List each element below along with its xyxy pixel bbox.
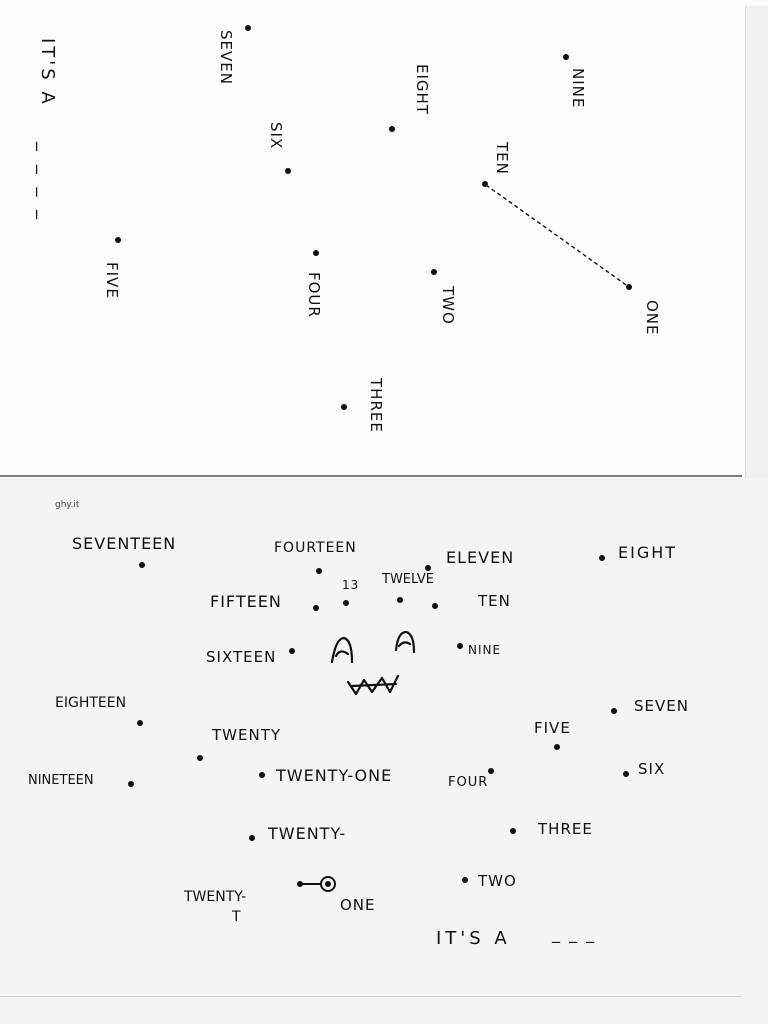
dot-three — [510, 828, 516, 834]
label-ten: TEN — [493, 142, 511, 175]
dot-four — [313, 250, 319, 256]
answer-blank: _ _ _ — [552, 924, 597, 943]
dot-two — [462, 877, 468, 883]
dot-thirteen — [343, 600, 349, 606]
dot-eight — [389, 126, 395, 132]
label-seventeen: SEVENTEEN — [72, 534, 177, 553]
label-eight: EIGHT — [618, 543, 678, 562]
label-one: ONE — [643, 300, 661, 336]
dot-eleven — [425, 565, 431, 571]
label-twenty-dash: TWENTY- — [268, 824, 347, 843]
label-fourteen: FOURTEEN — [274, 540, 357, 556]
dot-nine — [563, 54, 569, 60]
dot-twenty-one — [259, 772, 265, 778]
label-sixteen: SIXTEEN — [206, 648, 277, 666]
dot-four — [488, 768, 494, 774]
label-six: SIX — [638, 760, 666, 778]
label-twelve: TWELVE — [382, 572, 434, 587]
dot-six — [623, 771, 629, 777]
right-eye — [394, 630, 416, 654]
label-seven: SEVEN — [217, 30, 235, 85]
dot-seven — [245, 25, 251, 31]
connector-line — [485, 184, 630, 288]
label-twenty-t: TWENTY- — [184, 889, 247, 905]
label-nine: NINE — [569, 68, 587, 109]
watermark: ghy.it — [55, 500, 80, 510]
label-thirteen: 13 — [342, 578, 360, 592]
page-bottom-edge — [0, 996, 742, 997]
label-six: SIX — [267, 122, 285, 150]
teeth — [346, 674, 400, 696]
label-seven: SEVEN — [634, 697, 689, 715]
label-two: TWO — [478, 872, 517, 890]
label-two: TWO — [439, 286, 457, 325]
dot-nine — [457, 643, 463, 649]
label-twenty-one: TWENTY-ONE — [276, 766, 393, 785]
dot-ten — [432, 603, 438, 609]
dot-six — [285, 168, 291, 174]
dot-twelve — [397, 597, 403, 603]
label-eight: EIGHT — [413, 64, 431, 115]
dot-eighteen — [137, 720, 143, 726]
label-nineteen: NINETEEN — [28, 773, 94, 788]
dot-twenty-dash — [249, 835, 255, 841]
dot-seven — [611, 708, 617, 714]
page-edge — [745, 6, 768, 478]
dot-seventeen — [139, 562, 145, 568]
label-three: THREE — [367, 378, 385, 433]
dot-fourteen — [316, 568, 322, 574]
dot-two — [431, 269, 437, 275]
dot-nineteen — [128, 781, 134, 787]
label-eleven: ELEVEN — [446, 548, 515, 567]
answer-blank: _ _ _ _ — [35, 142, 56, 224]
top-worksheet: IT'S A _ _ _ _ SEVEN SIX EIGHT NINE TEN … — [0, 0, 768, 478]
label-three: THREE — [538, 820, 593, 838]
dot-three — [341, 404, 347, 410]
dot-sixteen — [289, 648, 295, 654]
label-five: FIVE — [103, 262, 121, 299]
label-twenty: TWENTY — [212, 726, 282, 744]
label-nine: NINE — [468, 643, 502, 657]
label-four: FOUR — [305, 272, 323, 318]
start-circle — [320, 876, 336, 892]
label-ten: TEN — [478, 592, 511, 610]
label-four: FOUR — [448, 775, 489, 790]
start-dot — [325, 881, 331, 887]
dot-fifteen — [313, 605, 319, 611]
worksheet-title: IT'S A — [37, 38, 58, 107]
label-fifteen: FIFTEEN — [210, 592, 282, 611]
label-eighteen: EIGHTEEN — [55, 695, 127, 711]
dot-ten — [482, 181, 488, 187]
label-five: FIVE — [534, 719, 571, 737]
worksheet-title: IT'S A — [436, 928, 511, 949]
label-one: ONE — [340, 896, 376, 914]
left-eye — [330, 636, 354, 664]
face-drawing — [300, 630, 416, 892]
label-t: T — [232, 909, 242, 925]
bottom-worksheet: ghy.it SEVENTEEN FOURTEEN ELEVEN EIGHT 1… — [0, 478, 768, 1024]
dot-five — [554, 744, 560, 750]
page-divider — [0, 475, 742, 477]
dot-eight — [599, 555, 605, 561]
dot-five — [115, 237, 121, 243]
dot-twenty — [197, 755, 203, 761]
